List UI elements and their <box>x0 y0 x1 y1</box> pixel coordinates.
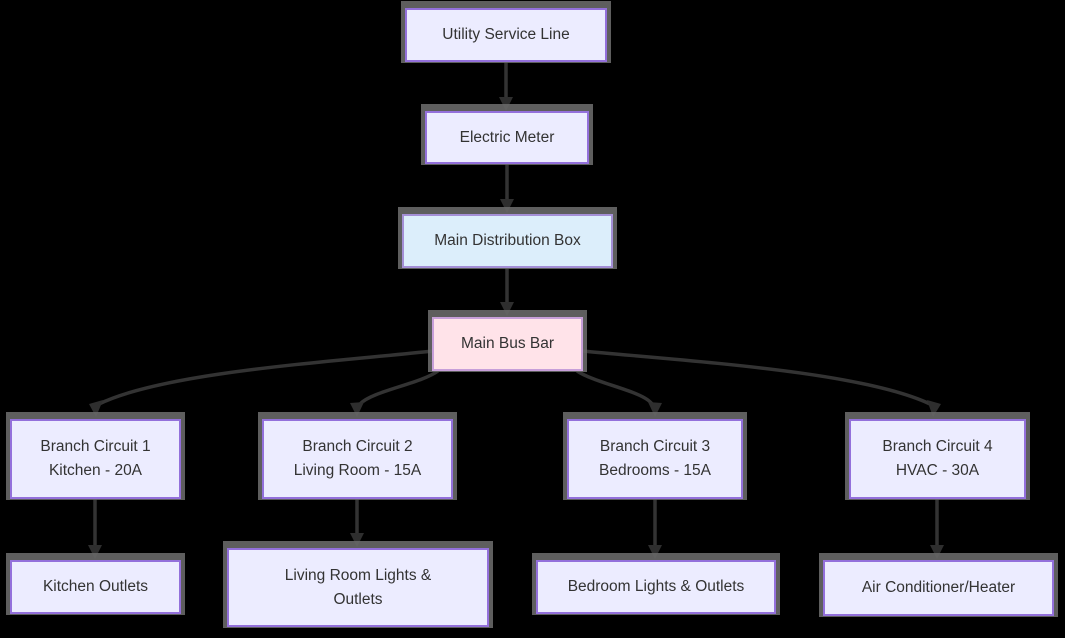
edge-busbar-branch4 <box>581 349 931 406</box>
node-label-line2: Bedrooms - 15A <box>599 462 711 479</box>
arrowhead-branch3-bedroom <box>648 545 662 559</box>
node-label-line1: Branch Circuit 2 <box>302 438 413 455</box>
node-air-conditioner-heater: Air Conditioner/Heater <box>823 560 1054 616</box>
node-main-distribution-box: Main Distribution Box <box>402 214 613 268</box>
arrowhead-branch4-ac <box>930 545 944 559</box>
node-label: Main Bus Bar <box>460 335 555 352</box>
node-label: Electric Meter <box>459 128 555 146</box>
edge-busbar-branch3 <box>576 369 654 406</box>
node-label: Main Distribution Box <box>434 232 581 249</box>
node-branch-circuit-3: Branch Circuit 3 Bedrooms - 15A <box>567 419 743 499</box>
node-bedroom-lights-outlets: Bedroom Lights & Outlets <box>536 560 776 614</box>
arrowhead-busbar-branch4 <box>927 400 941 417</box>
node-label-line1: Branch Circuit 3 <box>599 438 711 455</box>
node-living-room-lights-outlets: Living Room Lights & Outlets <box>227 548 489 627</box>
arrowhead-busbar-branch2 <box>350 402 364 417</box>
node-label-line2: Kitchen - 20A <box>48 462 143 479</box>
node-label: Living Room Lights & Outlets <box>284 566 432 608</box>
arrowhead-utility-meter <box>499 97 513 111</box>
arrowhead-branch2-living <box>350 533 364 547</box>
node-utility-service-line: Utility Service Line <box>405 8 607 62</box>
node-label: Bedroom Lights & Outlets <box>567 578 745 595</box>
node-branch-circuit-1: Branch Circuit 1 Kitchen - 20A <box>10 419 181 499</box>
node-main-bus-bar: Main Bus Bar <box>432 317 583 371</box>
node-label: Kitchen Outlets <box>42 578 149 595</box>
edge-busbar-branch2 <box>358 369 440 406</box>
node-electric-meter: Electric Meter <box>425 111 589 164</box>
node-label-line2: Living Room - 15A <box>293 462 422 479</box>
node-branch-circuit-4: Branch Circuit 4 HVAC - 30A <box>849 419 1026 499</box>
arrowhead-branch1-kitchen <box>88 545 102 559</box>
node-label: Air Conditioner/Heater <box>861 579 1016 596</box>
arrowhead-meter-mainbox <box>500 199 514 213</box>
node-label: Utility Service Line <box>442 26 570 43</box>
node-kitchen-outlets: Kitchen Outlets <box>10 560 181 614</box>
node-label-line1: Branch Circuit 4 <box>882 438 993 455</box>
node-label-line1: Branch Circuit 1 <box>40 438 151 455</box>
node-label-line2: HVAC - 30A <box>895 462 980 479</box>
arrowhead-mainbox-busbar <box>500 302 514 316</box>
arrowhead-busbar-branch3 <box>648 402 662 417</box>
node-branch-circuit-2: Branch Circuit 2 Living Room - 15A <box>262 419 453 499</box>
edge-busbar-branch1 <box>98 349 434 406</box>
arrowhead-busbar-branch1 <box>89 400 103 417</box>
